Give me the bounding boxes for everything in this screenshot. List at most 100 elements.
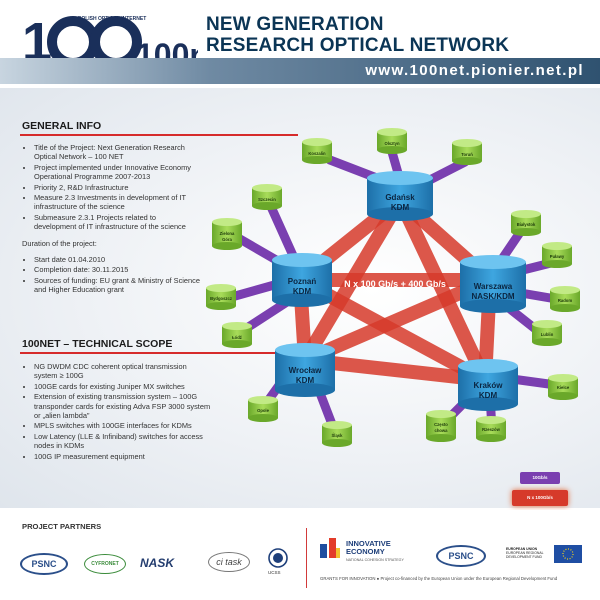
city-label-lublin: Lublin	[541, 332, 554, 337]
network-diagram: N x 100 Gb/s + 400 Gb/s Gdańsk KDM Pozna…	[206, 128, 580, 447]
city-label-bydgoszcz: Bydgoszcz	[210, 296, 232, 301]
core-warszawa-wroclaw	[298, 273, 497, 367]
city-label-zielona-gora-1: Zielona	[220, 231, 235, 236]
general-info-rule	[20, 134, 298, 136]
city-label-kielce: Kielce	[557, 385, 570, 390]
technical-scope-heading: 100NET – TECHNICAL SCOPE	[22, 338, 173, 350]
scope-item: 100GE cards for existing Juniper MX swit…	[34, 382, 302, 391]
title-line2: RESEARCH OPTICAL NETWORK	[206, 35, 510, 56]
technical-scope-rule	[20, 352, 298, 354]
general-info-item: Title of the Project: Next Generation Re…	[34, 143, 199, 161]
city-label-zielona-gora-2: Góra	[222, 237, 232, 242]
city-label-radom: Radom	[558, 298, 572, 303]
city-label-czestochowa-1: Często	[434, 422, 448, 427]
city-label-bialystok: Białystok	[517, 222, 536, 227]
general-info-item: Priority 2, R&D Infrastructure	[34, 183, 302, 192]
psnc-logo-2: PSNC	[436, 545, 486, 567]
eu-flag-icon	[554, 545, 582, 563]
title-line1: NEW GENERATION	[206, 14, 384, 35]
eu-line1: EUROPEAN UNION	[506, 547, 538, 551]
kdm-poznan-line1: Poznań	[288, 277, 317, 286]
legend-label-10g: 10Gb/s	[532, 475, 548, 480]
url-bar	[0, 58, 600, 84]
ucss-label: UCSS	[268, 570, 281, 575]
eu-line2: EUROPEAN REGIONAL	[506, 551, 544, 556]
city-label-torun: Toruń	[461, 152, 473, 157]
eu-line3: DEVELOPMENT FUND	[506, 555, 542, 560]
duration-item: Completion date: 30.11.2015	[34, 265, 302, 274]
city-label-rzeszow: Rzeszów	[482, 427, 500, 432]
city-label-slask: Śląsk	[332, 433, 344, 438]
eu-block: EUROPEAN UNION EUROPEAN REGIONAL DEVELOP…	[506, 545, 584, 563]
ie-line1: INNOVATIVE	[346, 539, 391, 548]
general-info-item: Project implemented under Innovative Eco…	[34, 163, 204, 181]
kdm-node-gdansk: Gdańsk KDM	[367, 171, 433, 221]
citask-logo: ci task	[208, 552, 250, 572]
city-node-rzeszow: Rzeszów	[476, 416, 506, 442]
psnc-logo: PSNC	[20, 553, 68, 575]
general-info-text: Title of the Project: Next Generation Re…	[22, 143, 302, 296]
city-node-olsztyn: Olsztyn	[377, 128, 407, 154]
scope-item: Extension of existing transmission syste…	[34, 392, 214, 420]
core-capacity-label: N x 100 Gb/s + 400 Gb/s	[344, 279, 446, 289]
city-label-szczecin: Szczecin	[258, 197, 276, 202]
city-node-lublin: Lublin	[532, 320, 562, 346]
kdm-gdansk-line1: Gdańsk	[385, 193, 415, 202]
technical-scope-text: NG DWDM CDC coherent optical transmissio…	[22, 362, 302, 462]
duration-label: Duration of the project:	[22, 239, 97, 249]
city-node-szczecin: Szczecin	[252, 184, 282, 210]
duration-item: Sources of funding: EU grant & Ministry …	[34, 276, 204, 294]
city-label-lodz: Łódź	[232, 335, 242, 340]
core-gdansk-krakow	[393, 193, 492, 387]
city-node-koszalin: Koszalin	[302, 138, 332, 164]
footer-separator	[306, 528, 307, 588]
ie-line3: NATIONAL COHESION STRATEGY	[346, 558, 404, 562]
website-url[interactable]: www.100net.pionier.net.pl	[365, 62, 584, 79]
innovative-economy-logo: INNOVATIVE ECONOMY NATIONAL COHESION STR…	[346, 540, 404, 564]
city-node-opole: Opole	[248, 396, 278, 422]
ucss-seal-icon	[268, 548, 288, 568]
partners-heading: PROJECT PARTNERS	[22, 522, 102, 531]
city-node-kielce: Kielce	[548, 374, 578, 400]
city-label-koszalin: Koszalin	[308, 151, 326, 156]
general-info-item: Submeasure 2.3.1 Projects related to dev…	[34, 213, 199, 231]
kdm-wroclaw-line2: KDM	[296, 376, 315, 385]
kdm-gdansk-line2: KDM	[391, 203, 410, 212]
scope-item: 100G IP measurement equipment	[34, 452, 302, 461]
city-node-lodz: Łódź	[222, 322, 252, 348]
city-node-pulawy: Puławy	[542, 242, 572, 268]
kdm-wroclaw-line1: Wrocław	[289, 366, 323, 375]
kdm-krakow-line1: Kraków	[474, 381, 504, 390]
city-node-torun: Toruń	[452, 139, 482, 165]
city-node-radom: Radom	[550, 286, 580, 312]
city-node-bydgoszcz: Bydgoszcz	[206, 284, 236, 310]
cyfronet-logo: CYFRONET	[84, 554, 126, 574]
scope-item: MPLS switches with 100GE interfaces for …	[34, 421, 302, 430]
nask-logo: NASK	[140, 556, 175, 570]
legend-label-100g: N x 100Gb/s	[527, 495, 553, 500]
kdm-warszawa-line2: NASK/KDM	[471, 292, 514, 301]
legend-swatch-100g	[512, 490, 568, 506]
general-info-heading: GENERAL INFO	[22, 120, 102, 132]
kdm-node-wroclaw: Wrocław KDM	[275, 343, 335, 397]
kdm-node-poznan: Poznań KDM	[272, 253, 332, 307]
city-label-czestochowa-2: chowa	[434, 428, 448, 433]
general-info-item: Measure 2.3 Investments in development o…	[34, 193, 199, 211]
scope-item: Low Latency (LLE & Infiniband) switches …	[34, 432, 204, 450]
city-node-slask: Śląsk	[322, 421, 352, 447]
page-title: NEW GENERATION RESEARCH OPTICAL NETWORK	[206, 14, 586, 56]
kdm-poznan-line2: KDM	[293, 287, 312, 296]
legend-swatch-10g	[520, 472, 560, 484]
scope-item: NG DWDM CDC coherent optical transmissio…	[34, 362, 204, 380]
logo-ring-text: POLISH OPTICAL INTERNET	[78, 16, 146, 22]
kdm-warszawa-line1: Warszawa	[474, 282, 513, 291]
innovative-economy-icon	[320, 538, 340, 558]
city-node-bialystok: Białystok	[511, 210, 541, 236]
kdm-node-krakow: Kraków KDM	[458, 359, 518, 411]
kdm-node-warszawa: Warszawa NASK/KDM	[460, 255, 526, 313]
grants-footnote: GRANTS FOR INNOVATION ● Project co-finan…	[320, 576, 558, 581]
city-label-pulawy: Puławy	[550, 254, 565, 259]
city-label-olsztyn: Olsztyn	[384, 141, 400, 146]
